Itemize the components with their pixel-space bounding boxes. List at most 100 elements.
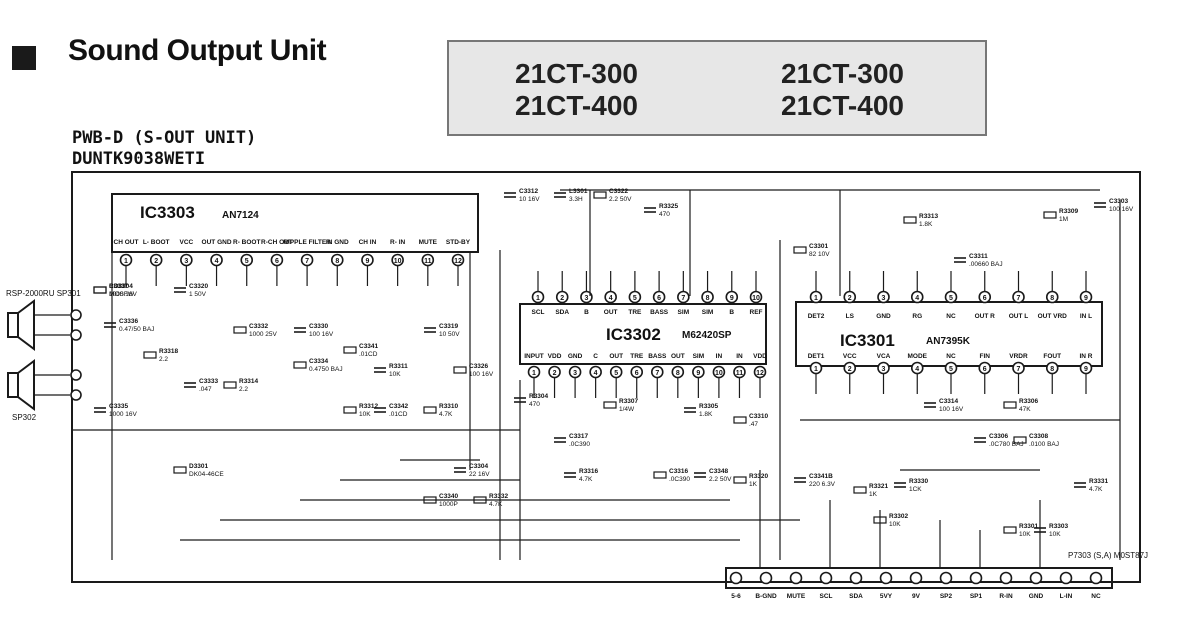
ic3302-bottom-pin-label: BASS [648, 353, 667, 360]
ic3303-pin-number: 4 [215, 258, 219, 265]
connector-pin-label: 9V [912, 593, 921, 600]
connector-pin-7 [909, 571, 923, 585]
ic3301-bottom-pin-number: 8 [1050, 366, 1054, 373]
ic3302-top-pin-8 [701, 290, 714, 304]
component-ref: C3310 [749, 413, 769, 420]
speaker-sp302-icon [7, 359, 82, 411]
ic3301-bottom-pin-number: 6 [983, 366, 987, 373]
ic3302-bottom-pin-2 [548, 365, 561, 379]
component-value: .01CD [389, 411, 408, 418]
ic3301-bottom-pin-number: 5 [949, 366, 953, 373]
ic3301-top-pin-4 [910, 290, 924, 304]
component-ref: R3313 [919, 213, 939, 220]
ic3302-bottom-pin-number: 4 [594, 370, 598, 377]
component-ref: C3342 [389, 403, 409, 410]
ic3302-bottom-pin-number: 5 [614, 370, 618, 377]
component-value: 0.47/50 BAJ [119, 326, 154, 333]
ic3303-pin-12 [451, 253, 465, 267]
ic3301-bottom-pin-number: 1 [814, 366, 818, 373]
connector-pin-label: MUTE [787, 593, 806, 600]
component-value: .0C390 [569, 441, 590, 448]
ic3302-top-pin-label: SIM [678, 309, 690, 316]
speaker-sp301-label: RSP-2000RU SP301 [6, 289, 81, 298]
ic3302-top-pin-number: 5 [633, 295, 637, 302]
component-value: 10K [889, 521, 901, 528]
ic3303-pin-6 [270, 253, 284, 267]
component-ref: C3335 [109, 403, 129, 410]
ic3302-top-pin-label: BASS [650, 309, 669, 316]
ic3302-label: IC3302 [606, 325, 661, 344]
component-ref: C3334 [309, 358, 329, 365]
ic3303-pin-number: 7 [305, 258, 309, 265]
component-value: 4.7K [579, 476, 593, 483]
ic3301-bottom-pin-5 [944, 361, 958, 375]
ic3302-top-pin-7 [677, 290, 690, 304]
ic3301-top-pin-number: 6 [983, 295, 987, 302]
ic3301-bottom-pin-label: MODE [908, 353, 928, 360]
component-ref: C3322 [609, 188, 629, 195]
component-value: .0C780 BAJ [989, 441, 1024, 448]
component-value: 3.3H [569, 196, 583, 203]
component-ref: C3303 [1109, 198, 1129, 205]
ic3303-pin-number: 6 [275, 258, 279, 265]
ic3302-top-pin-6 [652, 290, 666, 304]
component-value: 470 [659, 211, 670, 218]
ic3303-pin-number: 5 [245, 258, 249, 265]
component-ref: R3307 [619, 398, 639, 405]
ic3302-bottom-pin-number: 12 [756, 370, 764, 377]
ic3302-top-pin-number: 9 [730, 295, 734, 302]
component-ref: R3302 [889, 513, 909, 520]
component-c3316: C3316.0C390 [653, 468, 690, 483]
component-value: .047 [199, 386, 212, 393]
component-value: .01CD [359, 351, 378, 358]
component-value: .0100 BAJ [1029, 441, 1059, 448]
ic3302-top-pin-9 [725, 290, 739, 304]
component-value: 1.8K [699, 411, 713, 418]
component-value: 100 16V [469, 371, 494, 378]
ic3302-bottom-pin-label: IN [736, 353, 743, 360]
connector-pin-13 [1089, 571, 1103, 585]
connector-pin-5 [849, 571, 863, 585]
ic3302-bottom-pin-label: IN [716, 353, 723, 360]
ic3301-top-pin-label: NC [946, 313, 956, 320]
component-ref: L3301 [569, 188, 588, 195]
connector-pin-label: SP2 [940, 593, 953, 600]
ic3301-top-pin-label: RG [912, 313, 922, 320]
ic3302-top-pin-3 [580, 290, 593, 304]
component-value: 2.2 [239, 386, 248, 393]
ic3303-pin-label: STD-BY [446, 239, 471, 246]
ic3302-body [519, 303, 767, 365]
speaker-sp301-icon [7, 299, 82, 351]
ic3302-bottom-pin-label: OUT [609, 353, 623, 360]
component-ref: R3332 [489, 493, 509, 500]
component-ref: C3336 [119, 318, 139, 325]
connector-pin-label: GND [1029, 593, 1044, 600]
ic3301-top-pin-number: 4 [915, 295, 919, 302]
ic3301-top-pin-2 [843, 290, 857, 304]
component-value: 1 50V [189, 291, 207, 298]
component-value: 22 16V [469, 471, 490, 478]
ic3301-bottom-pin-7 [1012, 361, 1025, 375]
component-value: 4.7K [1089, 486, 1103, 493]
component-value: 10K [1019, 531, 1031, 538]
ic3302-top-pin-label: OUT [604, 309, 618, 316]
component-ref: D3301 [189, 463, 209, 470]
component-ref: C3301 [809, 243, 829, 250]
ic3303-pin-number: 9 [366, 258, 370, 265]
component-ref: C3340 [439, 493, 459, 500]
connector-pin-3 [789, 571, 803, 585]
ic3301-bottom-pin-6 [978, 361, 992, 375]
